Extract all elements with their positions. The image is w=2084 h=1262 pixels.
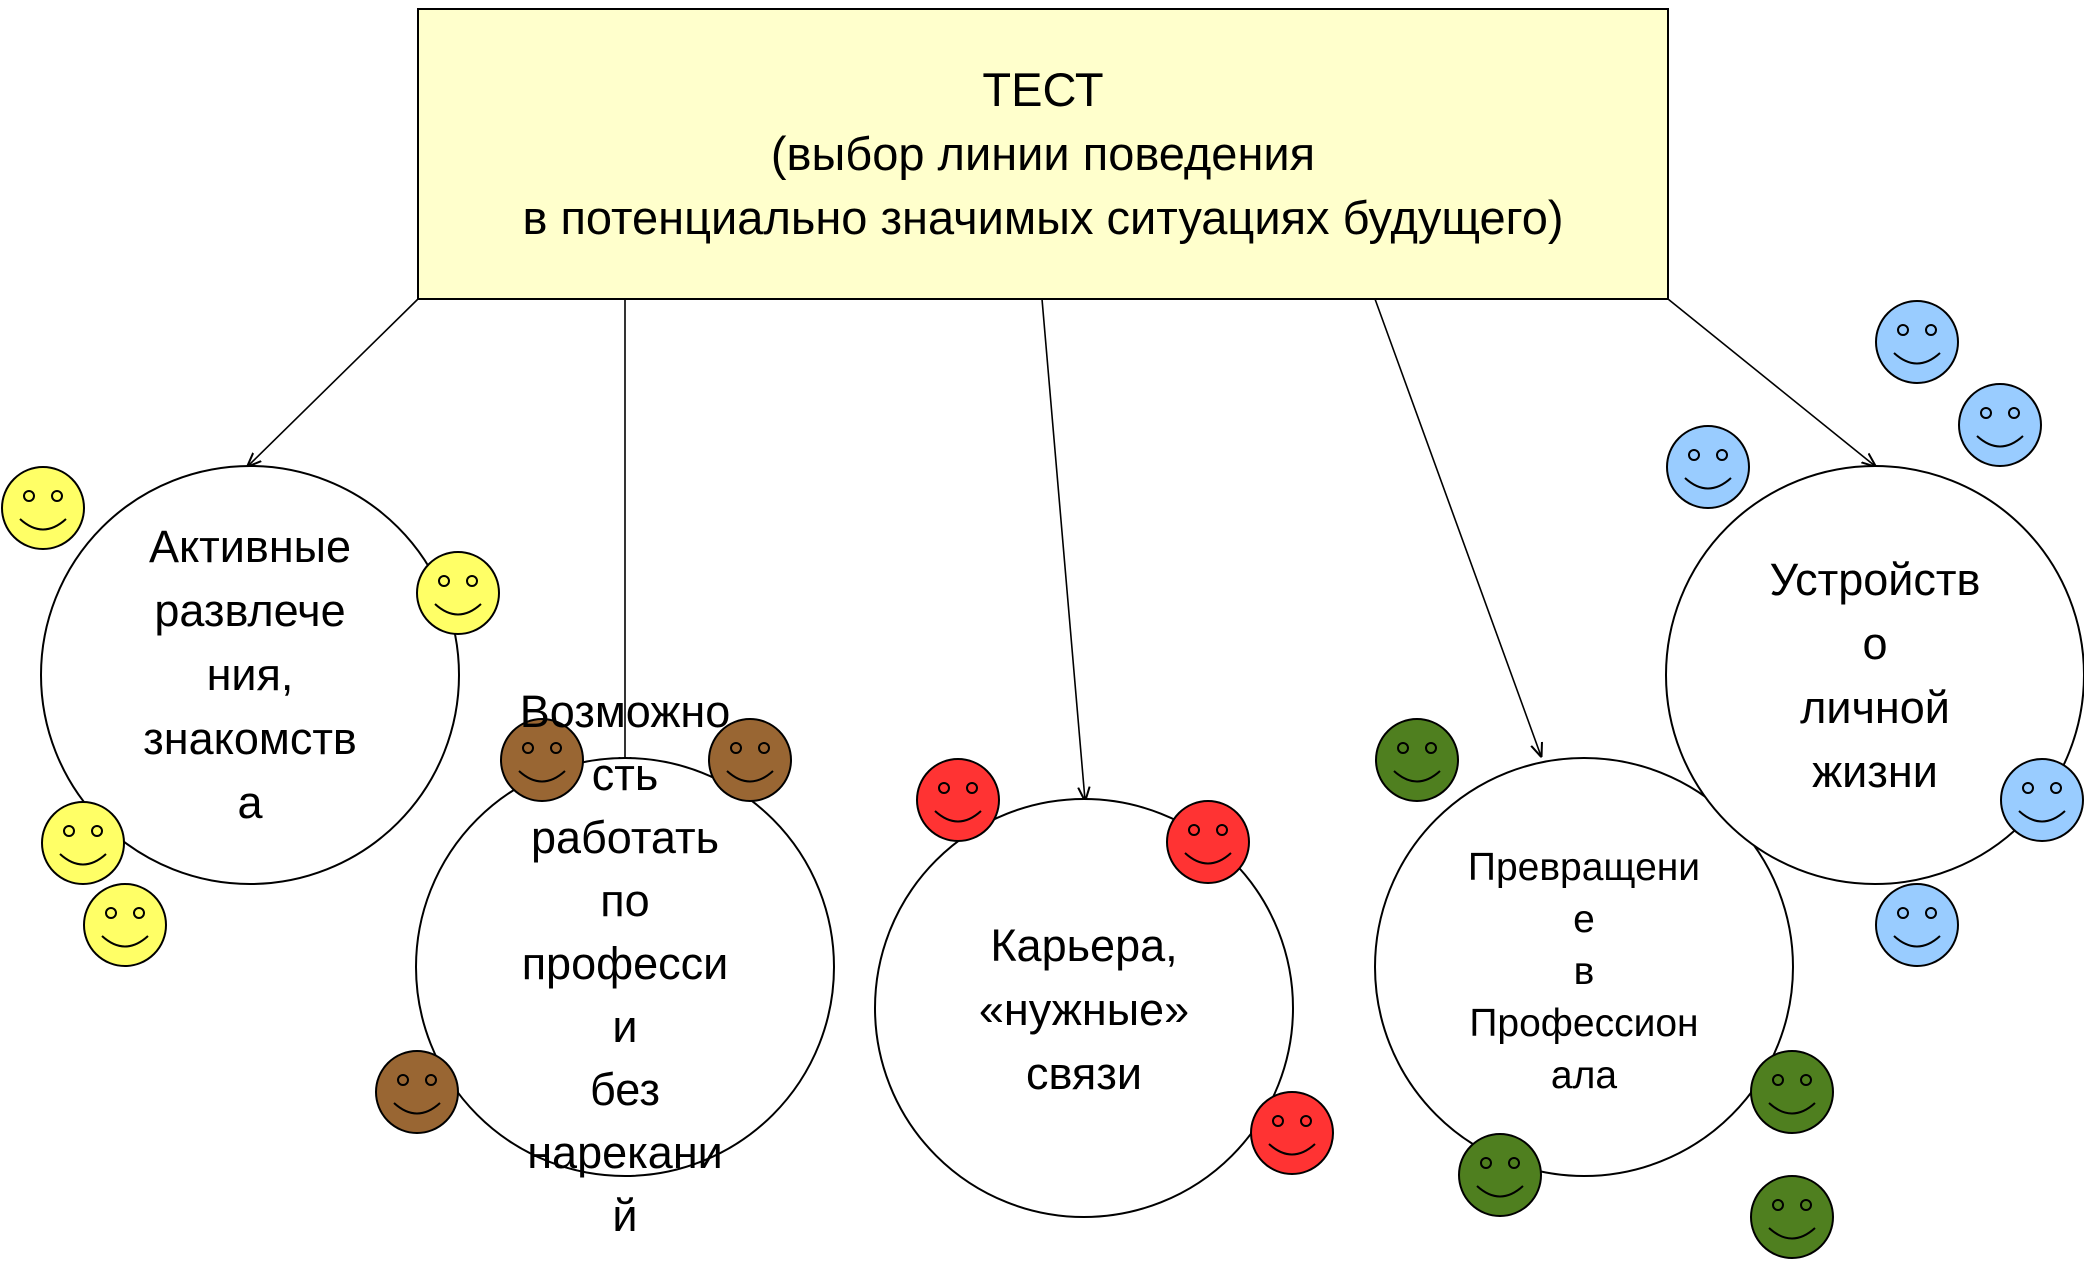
blue-smiley-icon	[1875, 300, 1959, 384]
arrow-to-entertainment	[248, 298, 419, 466]
category-circle-professional	[1374, 757, 1794, 1177]
red-smiley-icon	[916, 758, 1000, 842]
header-box	[417, 8, 1669, 300]
yellow-smiley-icon	[416, 551, 500, 635]
category-circle-work	[415, 757, 835, 1177]
green-smiley-icon	[1750, 1175, 1834, 1259]
red-smiley-icon	[1250, 1091, 1334, 1175]
arrow-to-personal-life	[1667, 298, 1875, 466]
category-circle-personal-life	[1665, 465, 2084, 885]
category-circle-entertainment	[40, 465, 460, 885]
brown-smiley-icon	[375, 1050, 459, 1134]
arrow-to-career	[1041, 298, 1085, 800]
blue-smiley-icon	[1875, 883, 1959, 967]
category-circle-career	[874, 798, 1294, 1218]
brown-smiley-icon	[500, 718, 584, 802]
yellow-smiley-icon	[83, 883, 167, 967]
arrow-to-professional	[1374, 298, 1541, 756]
brown-smiley-icon	[708, 718, 792, 802]
yellow-smiley-icon	[1, 466, 85, 550]
red-smiley-icon	[1166, 800, 1250, 884]
green-smiley-icon	[1750, 1050, 1834, 1134]
green-smiley-icon	[1375, 718, 1459, 802]
yellow-smiley-icon	[41, 801, 125, 885]
blue-smiley-icon	[1666, 425, 1750, 509]
blue-smiley-icon	[2000, 758, 2084, 842]
green-smiley-icon	[1458, 1133, 1542, 1217]
blue-smiley-icon	[1958, 383, 2042, 467]
